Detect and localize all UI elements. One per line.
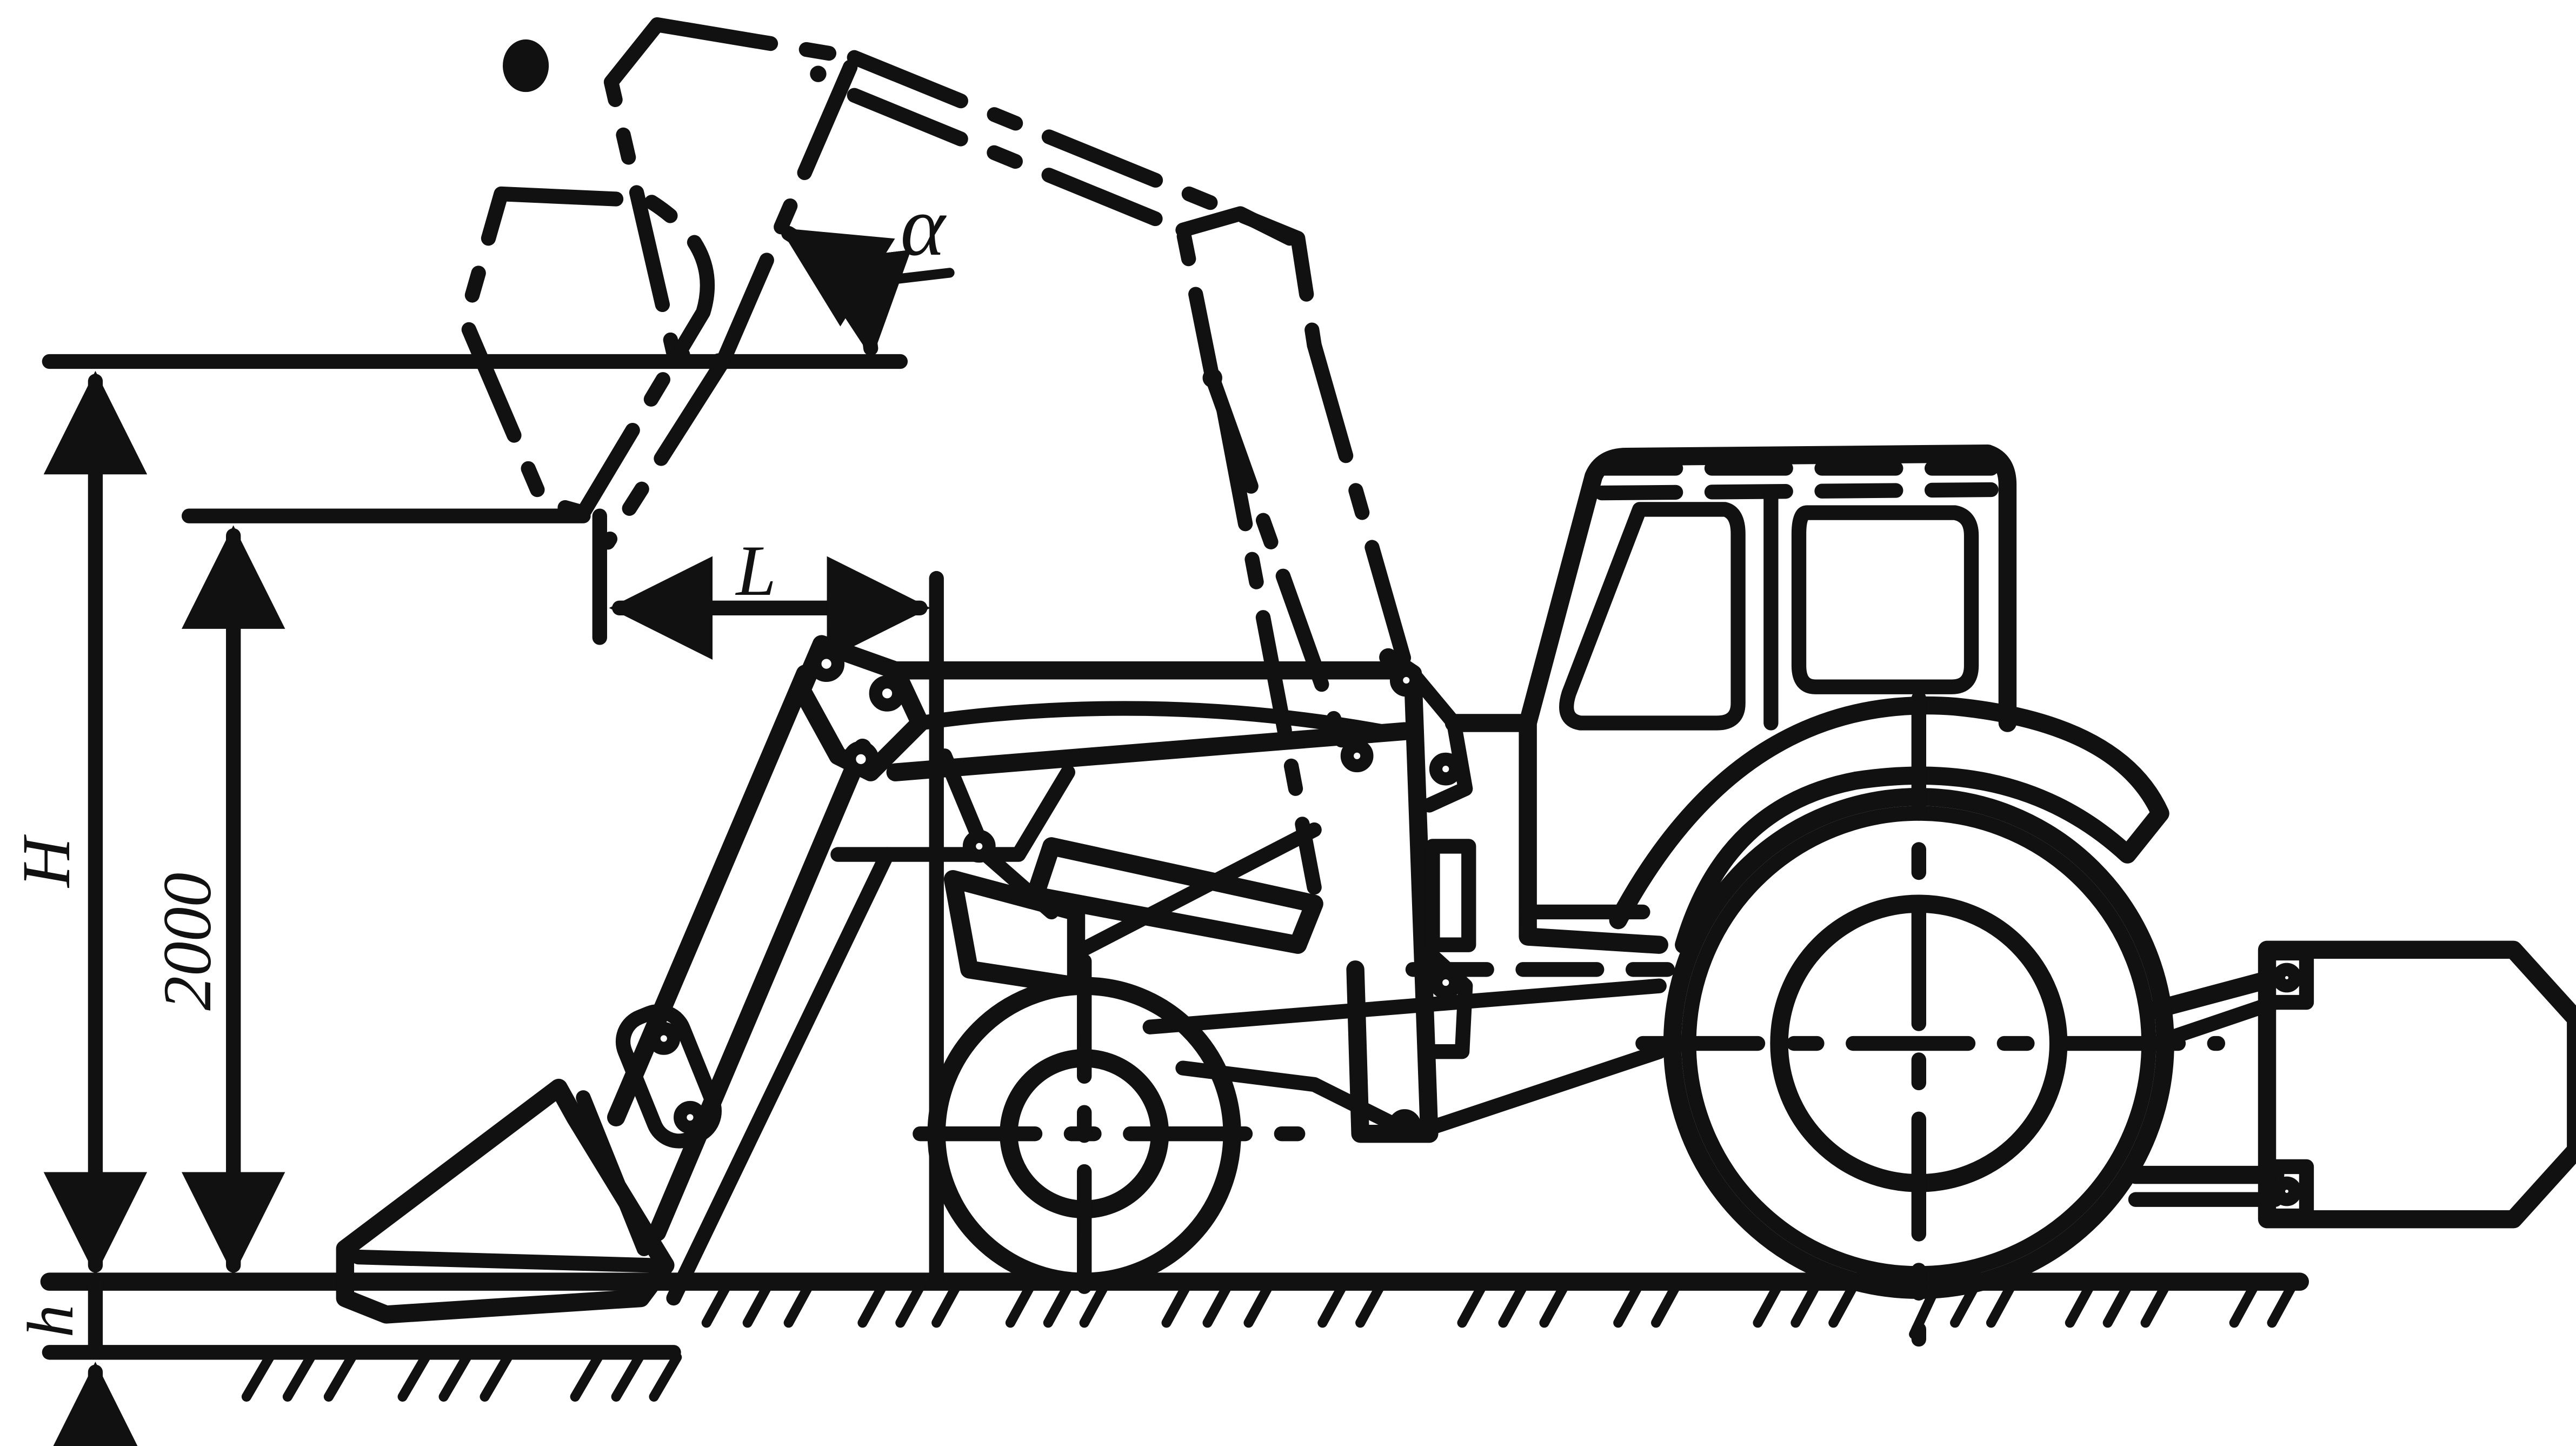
- frame-curve: [913, 701, 1388, 739]
- engine-hood: [1445, 714, 1668, 954]
- l-label: L: [735, 530, 776, 611]
- chassis-lower: [1175, 1044, 1667, 1142]
- lowered-bucket: [336, 1078, 675, 1324]
- small-h-label: h: [15, 1305, 87, 1338]
- cab-side-window: [1791, 505, 1979, 694]
- boom-pin-3: [843, 741, 879, 778]
- cab-roof-line-2: [1594, 482, 1999, 501]
- alpha-leader: [861, 268, 955, 288]
- raised-bucket-tip-line: [600, 354, 730, 550]
- raised-bucket-tilted: [603, 17, 862, 369]
- lowered-loader: [336, 635, 1476, 1324]
- boom-arm-outer: [607, 665, 814, 1126]
- ground: [40, 1272, 2309, 1402]
- mast-pin-2: [1340, 739, 1374, 773]
- mid-pin: [962, 830, 996, 863]
- mast-pin-3: [1429, 752, 1462, 786]
- frame-mid-link: [830, 765, 1075, 862]
- implement-mount-top: [2259, 945, 2314, 1010]
- raised-rod: [1216, 403, 1322, 895]
- corner-mark: [503, 39, 549, 92]
- dimension-2000-label: 2000: [149, 873, 225, 1011]
- raised-boom-bracket: [1175, 206, 1314, 254]
- implement-pin-top: [2272, 963, 2302, 993]
- tractor: [1142, 444, 2576, 1229]
- rear-hitch-upper: [2143, 969, 2285, 1020]
- dimension-lines: [42, 225, 955, 1446]
- bucket-side-plate: [576, 1090, 652, 1257]
- link-pin-upper: [647, 1022, 681, 1055]
- rear-hitch-upper-2: [2161, 994, 2283, 1046]
- rear-wheel: [1635, 691, 2226, 1347]
- mast-pin-1: [1389, 664, 1423, 697]
- mast-bracket-top: [1405, 666, 1473, 813]
- raised-boom-down: [1307, 337, 1421, 698]
- ground-hatching: [241, 1280, 2297, 1402]
- alpha-angle-arc: [780, 225, 911, 359]
- raised-cylinder-pin: [1202, 368, 1222, 388]
- mast-cylinder: [1425, 839, 1476, 952]
- boom-pin-2: [869, 675, 906, 712]
- chassis-rail: [1142, 978, 1667, 1034]
- alpha-label: α: [900, 179, 947, 274]
- raised-boom-upper: [847, 50, 1322, 353]
- boom-brace: [666, 847, 895, 1306]
- boom-arm-inner: [648, 738, 872, 1242]
- cab-front-window: [1559, 502, 1746, 731]
- raised-position: [457, 17, 1421, 895]
- implement-mount-bottom: [2259, 1159, 2314, 1224]
- raised-pivot-pin: [810, 65, 827, 82]
- h-label: H: [8, 834, 84, 888]
- boom-pin-1: [808, 646, 845, 682]
- raised-bucket-dumping: [457, 186, 715, 520]
- implement-pin-bottom: [2272, 1176, 2302, 1206]
- bucket-bottom-edge: [350, 1249, 657, 1273]
- rear-fender: [1609, 696, 2169, 954]
- front-wheel: [913, 953, 1306, 1322]
- cylinder-brace: [1068, 822, 1322, 961]
- hydraulic-cylinder: [1026, 837, 1323, 954]
- dimension-labels: α L H 2000 h: [8, 179, 947, 1337]
- link-pin-lower: [674, 1100, 707, 1134]
- bucket-link: [615, 1004, 722, 1149]
- frame-lower-rail: [886, 722, 1414, 781]
